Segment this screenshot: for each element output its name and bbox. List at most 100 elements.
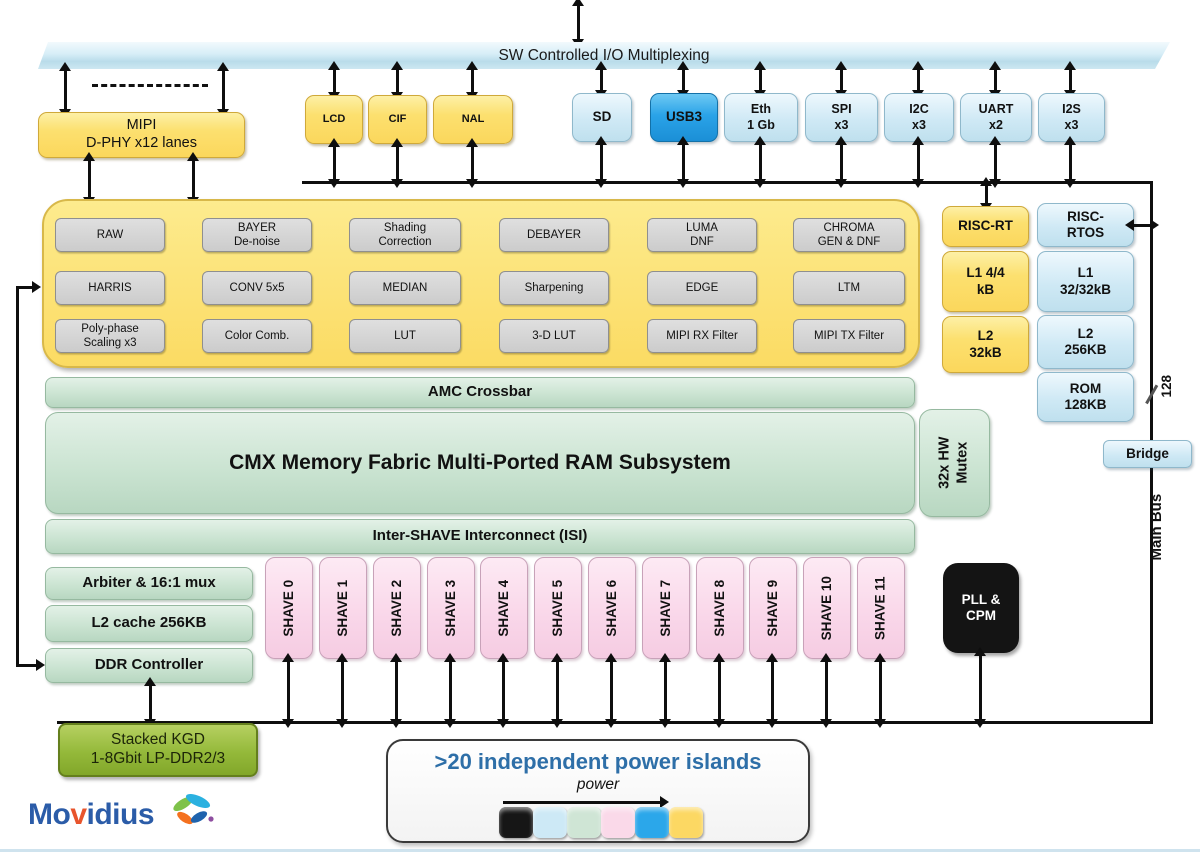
flow-arrow — [659, 653, 671, 728]
i2c-label-line1: I2C — [909, 102, 929, 117]
l2-line1: L2 — [1077, 325, 1094, 341]
filter-raw: RAW — [55, 218, 165, 252]
amc-label: AMC Crossbar — [427, 383, 533, 401]
filter-label: Shading — [383, 221, 427, 234]
flow-arrow — [1064, 61, 1076, 99]
hw-image-filters-block — [42, 199, 920, 368]
mipi-line2: D-PHY x12 lanes — [86, 135, 197, 151]
shave-label: SHAVE 8 — [711, 579, 727, 637]
logo-text-2: idius — [86, 798, 155, 831]
l1-line1: L1 — [1077, 265, 1094, 281]
risc-rt-block: RISC-RT — [942, 206, 1029, 247]
flow-arrow — [390, 653, 402, 728]
mutex-line2: Mutex — [954, 442, 971, 484]
rom-line2: 128KB — [1064, 397, 1107, 412]
flow-arrow — [989, 61, 1001, 99]
risc-rtos-block: RISC-RTOS — [1037, 203, 1134, 247]
filter-chroma-gen-dnf: CHROMA GEN & DNF — [793, 218, 905, 252]
flow-arrow — [605, 653, 617, 728]
filter-label2: Scaling x3 — [83, 337, 137, 349]
filter-label: 3-D LUT — [532, 329, 576, 342]
flow-arrow — [820, 653, 832, 728]
isi-interconnect-bar: Inter-SHAVE Interconnect (ISI) — [45, 519, 915, 554]
flow-arrow — [444, 653, 456, 728]
filter-harris: HARRIS — [55, 271, 165, 305]
l1-line2: kB — [976, 281, 995, 297]
shave-label: SHAVE 6 — [603, 579, 619, 637]
flow-arrow — [1064, 136, 1076, 188]
l1-line2: 32/32kB — [1059, 281, 1112, 297]
pll-line1: PLL & — [961, 591, 1001, 607]
i2s-port-block: I2S x3 — [1038, 93, 1105, 142]
flow-arrow — [595, 136, 607, 188]
flow-arrow — [328, 138, 340, 188]
filter-bayer-denoise: BAYER De-noise — [202, 218, 312, 252]
hw-mutex-block: 32x HW Mutex — [919, 409, 990, 517]
usb3-label: USB3 — [665, 109, 702, 125]
usb3-port-block: USB3 — [650, 93, 718, 142]
filter-label2: GEN & DNF — [817, 236, 881, 248]
filter-label: BAYER — [237, 221, 277, 234]
filter-label2: Correction — [378, 236, 432, 248]
shave-label: SHAVE 11 — [872, 576, 888, 640]
nal-label: NAL — [461, 112, 485, 125]
shave-8-block: SHAVE 8 — [696, 557, 744, 659]
filter-label: EDGE — [685, 281, 719, 294]
filter-ltm: LTM — [793, 271, 905, 305]
filter-label: MIPI RX Filter — [666, 329, 738, 342]
flow-arrow — [187, 152, 199, 206]
spi-label-line2: x3 — [834, 117, 849, 132]
shave-7-block: SHAVE 7 — [642, 557, 690, 659]
arbiter-label: Arbiter & 16:1 mux — [82, 574, 216, 592]
l2-line2: 32kB — [969, 344, 1002, 360]
power-swatch-green — [567, 807, 601, 838]
power-swatch-bright-blue — [635, 807, 669, 838]
power-islands-title: >20 independent power islands — [434, 749, 762, 774]
l2-line2: 256KB — [1064, 342, 1107, 357]
pll-cpm-block: PLL & CPM — [943, 563, 1019, 653]
filter-debayer: DEBAYER — [499, 218, 609, 252]
i2c-label-line2: x3 — [912, 117, 926, 132]
filter-label2: De-noise — [233, 236, 281, 248]
flow-arrow — [754, 61, 766, 99]
io-mux-label: SW Controlled I/O Multiplexing — [498, 46, 710, 64]
filter-color-comb: Color Comb. — [202, 319, 312, 353]
cif-label: CIF — [388, 112, 407, 125]
shave-label: SHAVE 0 — [280, 579, 296, 637]
filter-label: MEDIAN — [382, 281, 428, 294]
arbiter-mux-block: Arbiter & 16:1 mux — [45, 567, 253, 600]
flow-arrow — [217, 62, 229, 118]
uart-label-line2: x2 — [989, 117, 1003, 132]
shave-0-block: SHAVE 0 — [265, 557, 313, 659]
sd-label: SD — [592, 109, 612, 125]
top-io-arrow — [572, 0, 584, 48]
spi-label-line1: SPI — [831, 102, 852, 117]
power-swatch-light-blue — [533, 807, 567, 838]
filter-label: CHROMA — [823, 221, 875, 234]
filter-lut: LUT — [349, 319, 461, 353]
mipi-phy-block: MIPI D-PHY x12 lanes — [38, 112, 245, 158]
slide-edge-line — [0, 849, 1200, 852]
i2s-label-line2: x3 — [1064, 117, 1079, 132]
filter-label: LUT — [394, 329, 416, 342]
flow-arrow — [282, 653, 294, 728]
flow-arrow — [980, 177, 992, 212]
ddr-controller-label: DDR Controller — [94, 656, 204, 674]
flow-arrow — [336, 653, 348, 728]
shave-11-block: SHAVE 11 — [857, 557, 905, 659]
l2-cache-block: L2 cache 256KB — [45, 605, 253, 642]
shave-3-block: SHAVE 3 — [427, 557, 475, 659]
filter-label: Color Comb. — [224, 329, 290, 342]
filter-label: DEBAYER — [526, 228, 582, 241]
eth-label-line2: 1 Gb — [747, 117, 775, 132]
cmx-memory-fabric-bar: CMX Memory Fabric Multi-Ported RAM Subsy… — [45, 412, 915, 514]
filter-label: CONV 5x5 — [229, 281, 285, 294]
flow-arrow — [766, 653, 778, 728]
flow-arrow — [754, 136, 766, 188]
filter-3d-lut: 3-D LUT — [499, 319, 609, 353]
movidius-logo: Movidius — [28, 794, 214, 832]
shave-2-block: SHAVE 2 — [373, 557, 421, 659]
